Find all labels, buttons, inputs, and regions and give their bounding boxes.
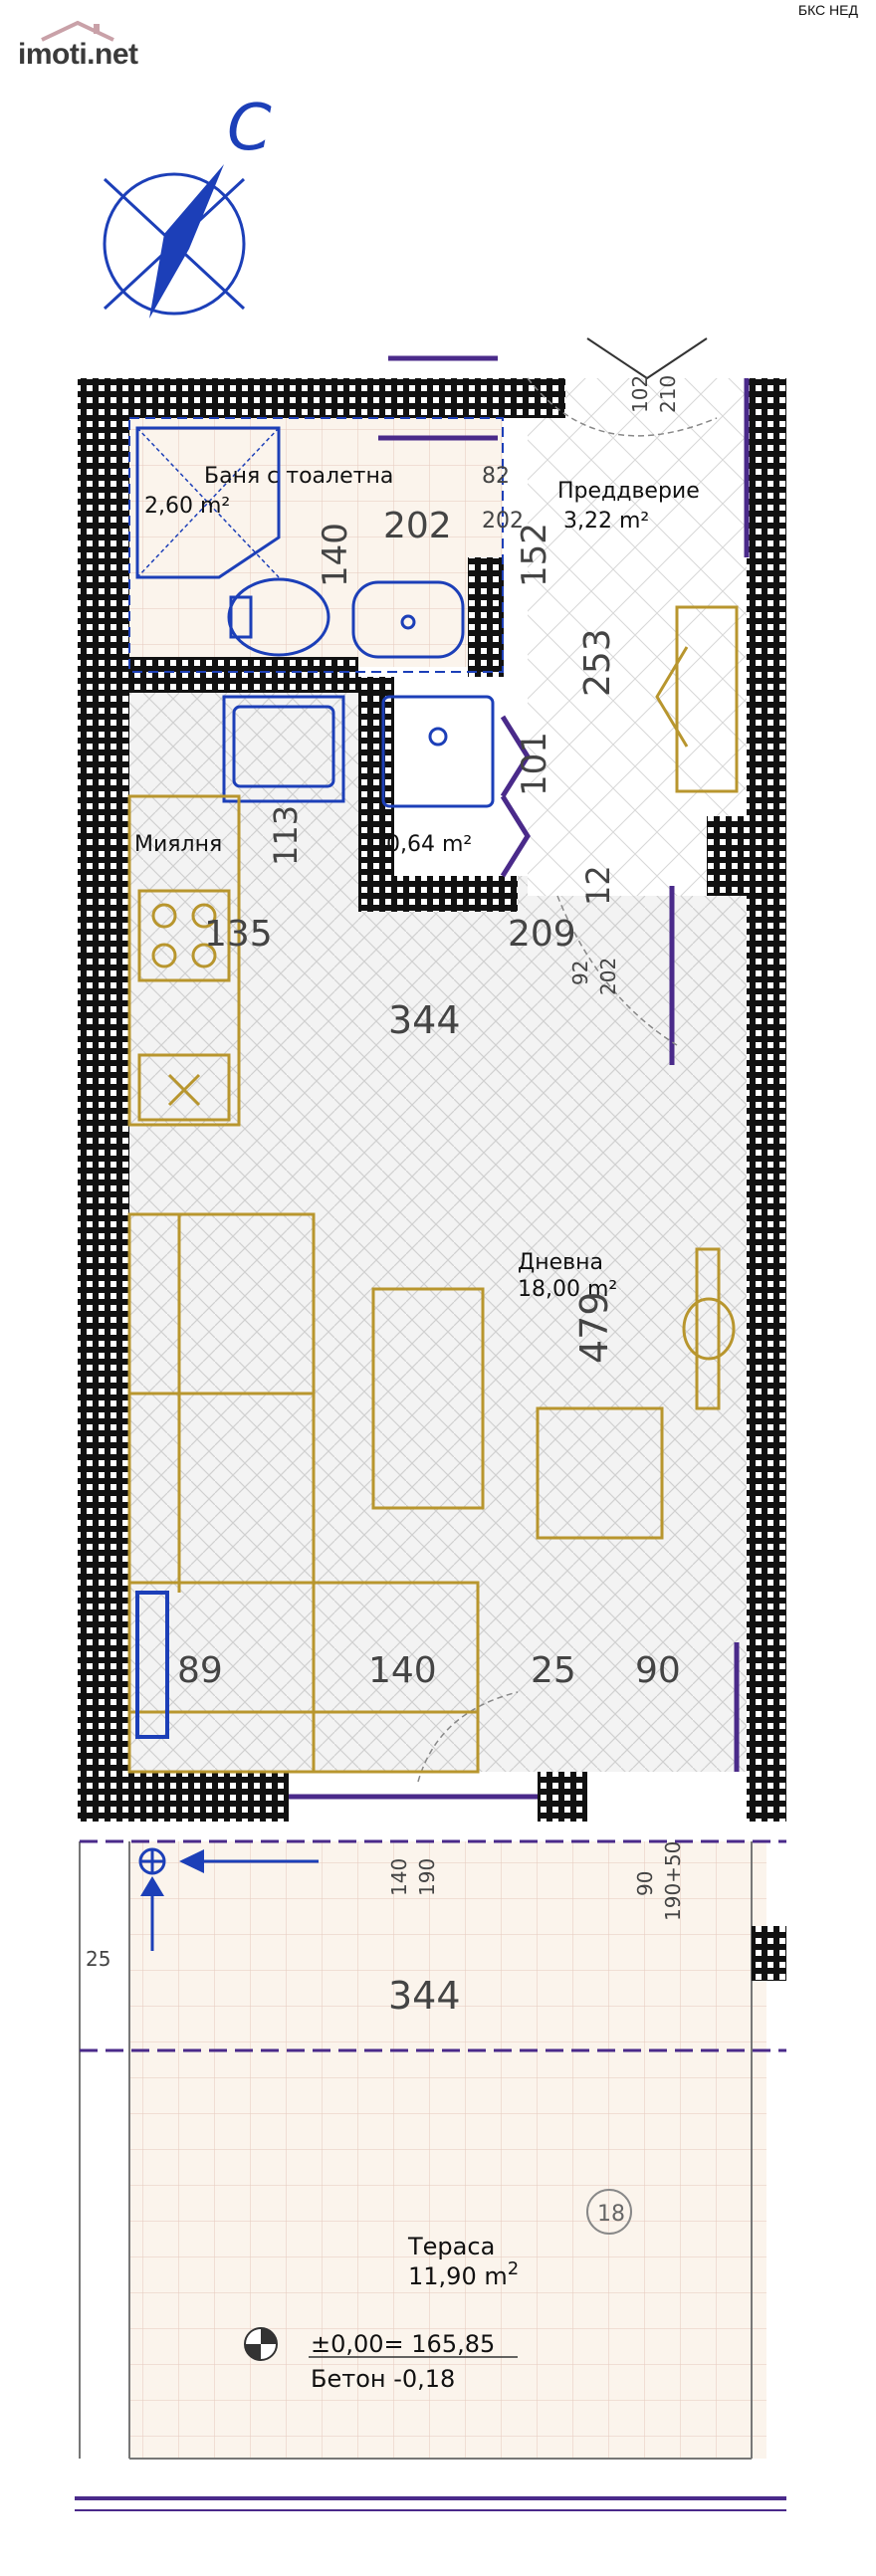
- dim-140-door: 140: [387, 1858, 411, 1896]
- boiler: [381, 695, 495, 808]
- hall-name: Преддверие: [557, 479, 700, 504]
- dim-253: 253: [577, 628, 618, 697]
- dim-82: 82: [482, 464, 510, 489]
- bath-outline: [128, 417, 504, 673]
- toilet: [227, 577, 330, 657]
- bath-floor: [129, 418, 503, 667]
- living-name: Дневна: [518, 1250, 603, 1275]
- wardrobe: [655, 605, 739, 793]
- corner-label: БКС НЕД: [797, 2, 858, 18]
- bathroom-name: Баня с тоалетна: [204, 464, 393, 489]
- wall-storage-left: [358, 677, 394, 896]
- tv-unit: [682, 1247, 736, 1410]
- dim-152: 152: [515, 523, 554, 587]
- dim-190-50: 190+50: [661, 1841, 685, 1921]
- dim-89: 89: [177, 1650, 223, 1691]
- level-text: ±0,00= 165,85: [311, 2330, 495, 2358]
- wall-bath-right: [468, 557, 504, 677]
- washbasin: [351, 580, 465, 659]
- dim-90-door: 90: [633, 1871, 657, 1896]
- compass: С: [103, 92, 272, 319]
- side-table: [536, 1406, 664, 1540]
- window-frames: [289, 355, 750, 1800]
- logo-tld: .net: [87, 38, 138, 71]
- dim-101: 101: [515, 732, 554, 796]
- hall-floor: [528, 378, 747, 896]
- kitchen-sink: [222, 695, 345, 803]
- dim-479: 479: [572, 1291, 616, 1364]
- sofa: [127, 1212, 480, 1774]
- dim-25-bottom: 25: [531, 1650, 576, 1691]
- storage-area: 0,64 m²: [386, 832, 472, 857]
- terrace-border: [75, 1839, 786, 2511]
- wall-right: [747, 378, 786, 1822]
- bathroom-area: 2,60 m²: [144, 494, 230, 519]
- door-marker: [586, 337, 708, 380]
- living-floor: [129, 876, 747, 1772]
- dim-135: 135: [204, 914, 273, 955]
- imoti-logo: imoti.net: [18, 20, 138, 72]
- terrace-number-circle: [586, 2189, 632, 2235]
- wall-bath-bottom: [129, 657, 358, 693]
- wall-bottom-left: [129, 1772, 289, 1822]
- wall-pillar-right: [707, 816, 786, 896]
- house-roof-icon: [41, 20, 114, 42]
- door-swings: [417, 377, 718, 1783]
- dim-344-terrace: 344: [388, 1974, 461, 2018]
- wall-storage-bottom: [358, 876, 518, 912]
- dim-140-bath: 140: [316, 523, 355, 587]
- kitchen-counter: [127, 794, 241, 1127]
- arrow-left: [179, 1849, 204, 1873]
- dim-202-bath: 202: [383, 506, 452, 546]
- compass-circle: [103, 172, 246, 316]
- dim-190-door: 190: [415, 1858, 439, 1896]
- dim-202-small: 202: [482, 509, 524, 534]
- logo-name: imoti: [18, 38, 88, 71]
- terrace-number: 18: [597, 2202, 625, 2227]
- level-marker-icon: [244, 2327, 518, 2361]
- dim-209: 209: [508, 914, 576, 955]
- terrace-area-line: 11,90 m2: [408, 2258, 519, 2290]
- dim-90-bottom: 90: [635, 1650, 681, 1691]
- shower-tray: [135, 426, 281, 579]
- terrace-name: Тераса: [407, 2233, 495, 2260]
- blue-handle: [135, 1591, 169, 1739]
- wall-left: [78, 378, 129, 1822]
- dim-202-door: 202: [596, 958, 620, 995]
- dim-140-bottom: 140: [368, 1650, 437, 1691]
- north-label: С: [227, 92, 272, 165]
- dim-344-top: 344: [388, 998, 461, 1042]
- wall-top-left: [78, 378, 565, 418]
- door-zigzag: [500, 715, 531, 798]
- dim-102: 102: [628, 375, 652, 413]
- dim-210-top: 210: [656, 375, 680, 413]
- dim-113: 113: [267, 805, 305, 866]
- wall-bottom-mid: [538, 1772, 587, 1822]
- dim-25-side: 25: [86, 1947, 110, 1971]
- terrace-area-sup: 2: [508, 2258, 519, 2279]
- compass-needle: [149, 164, 224, 319]
- concrete-text: Бетон -0,18: [311, 2365, 455, 2393]
- terrace-pillar: [752, 1926, 786, 1981]
- hall-area: 3,22 m²: [563, 509, 649, 534]
- dim-92: 92: [568, 961, 592, 985]
- arrow-up: [140, 1876, 164, 1896]
- door-zigzag-2: [500, 794, 531, 878]
- dim-12: 12: [579, 865, 617, 906]
- living-area: 18,00 m²: [518, 1277, 617, 1302]
- terrace-floor: [129, 1841, 766, 2459]
- sink-name: Миялня: [134, 832, 222, 857]
- terrace-area: 11,90 m: [408, 2262, 508, 2290]
- axis-marker: [138, 1847, 319, 1951]
- coffee-table: [371, 1287, 485, 1510]
